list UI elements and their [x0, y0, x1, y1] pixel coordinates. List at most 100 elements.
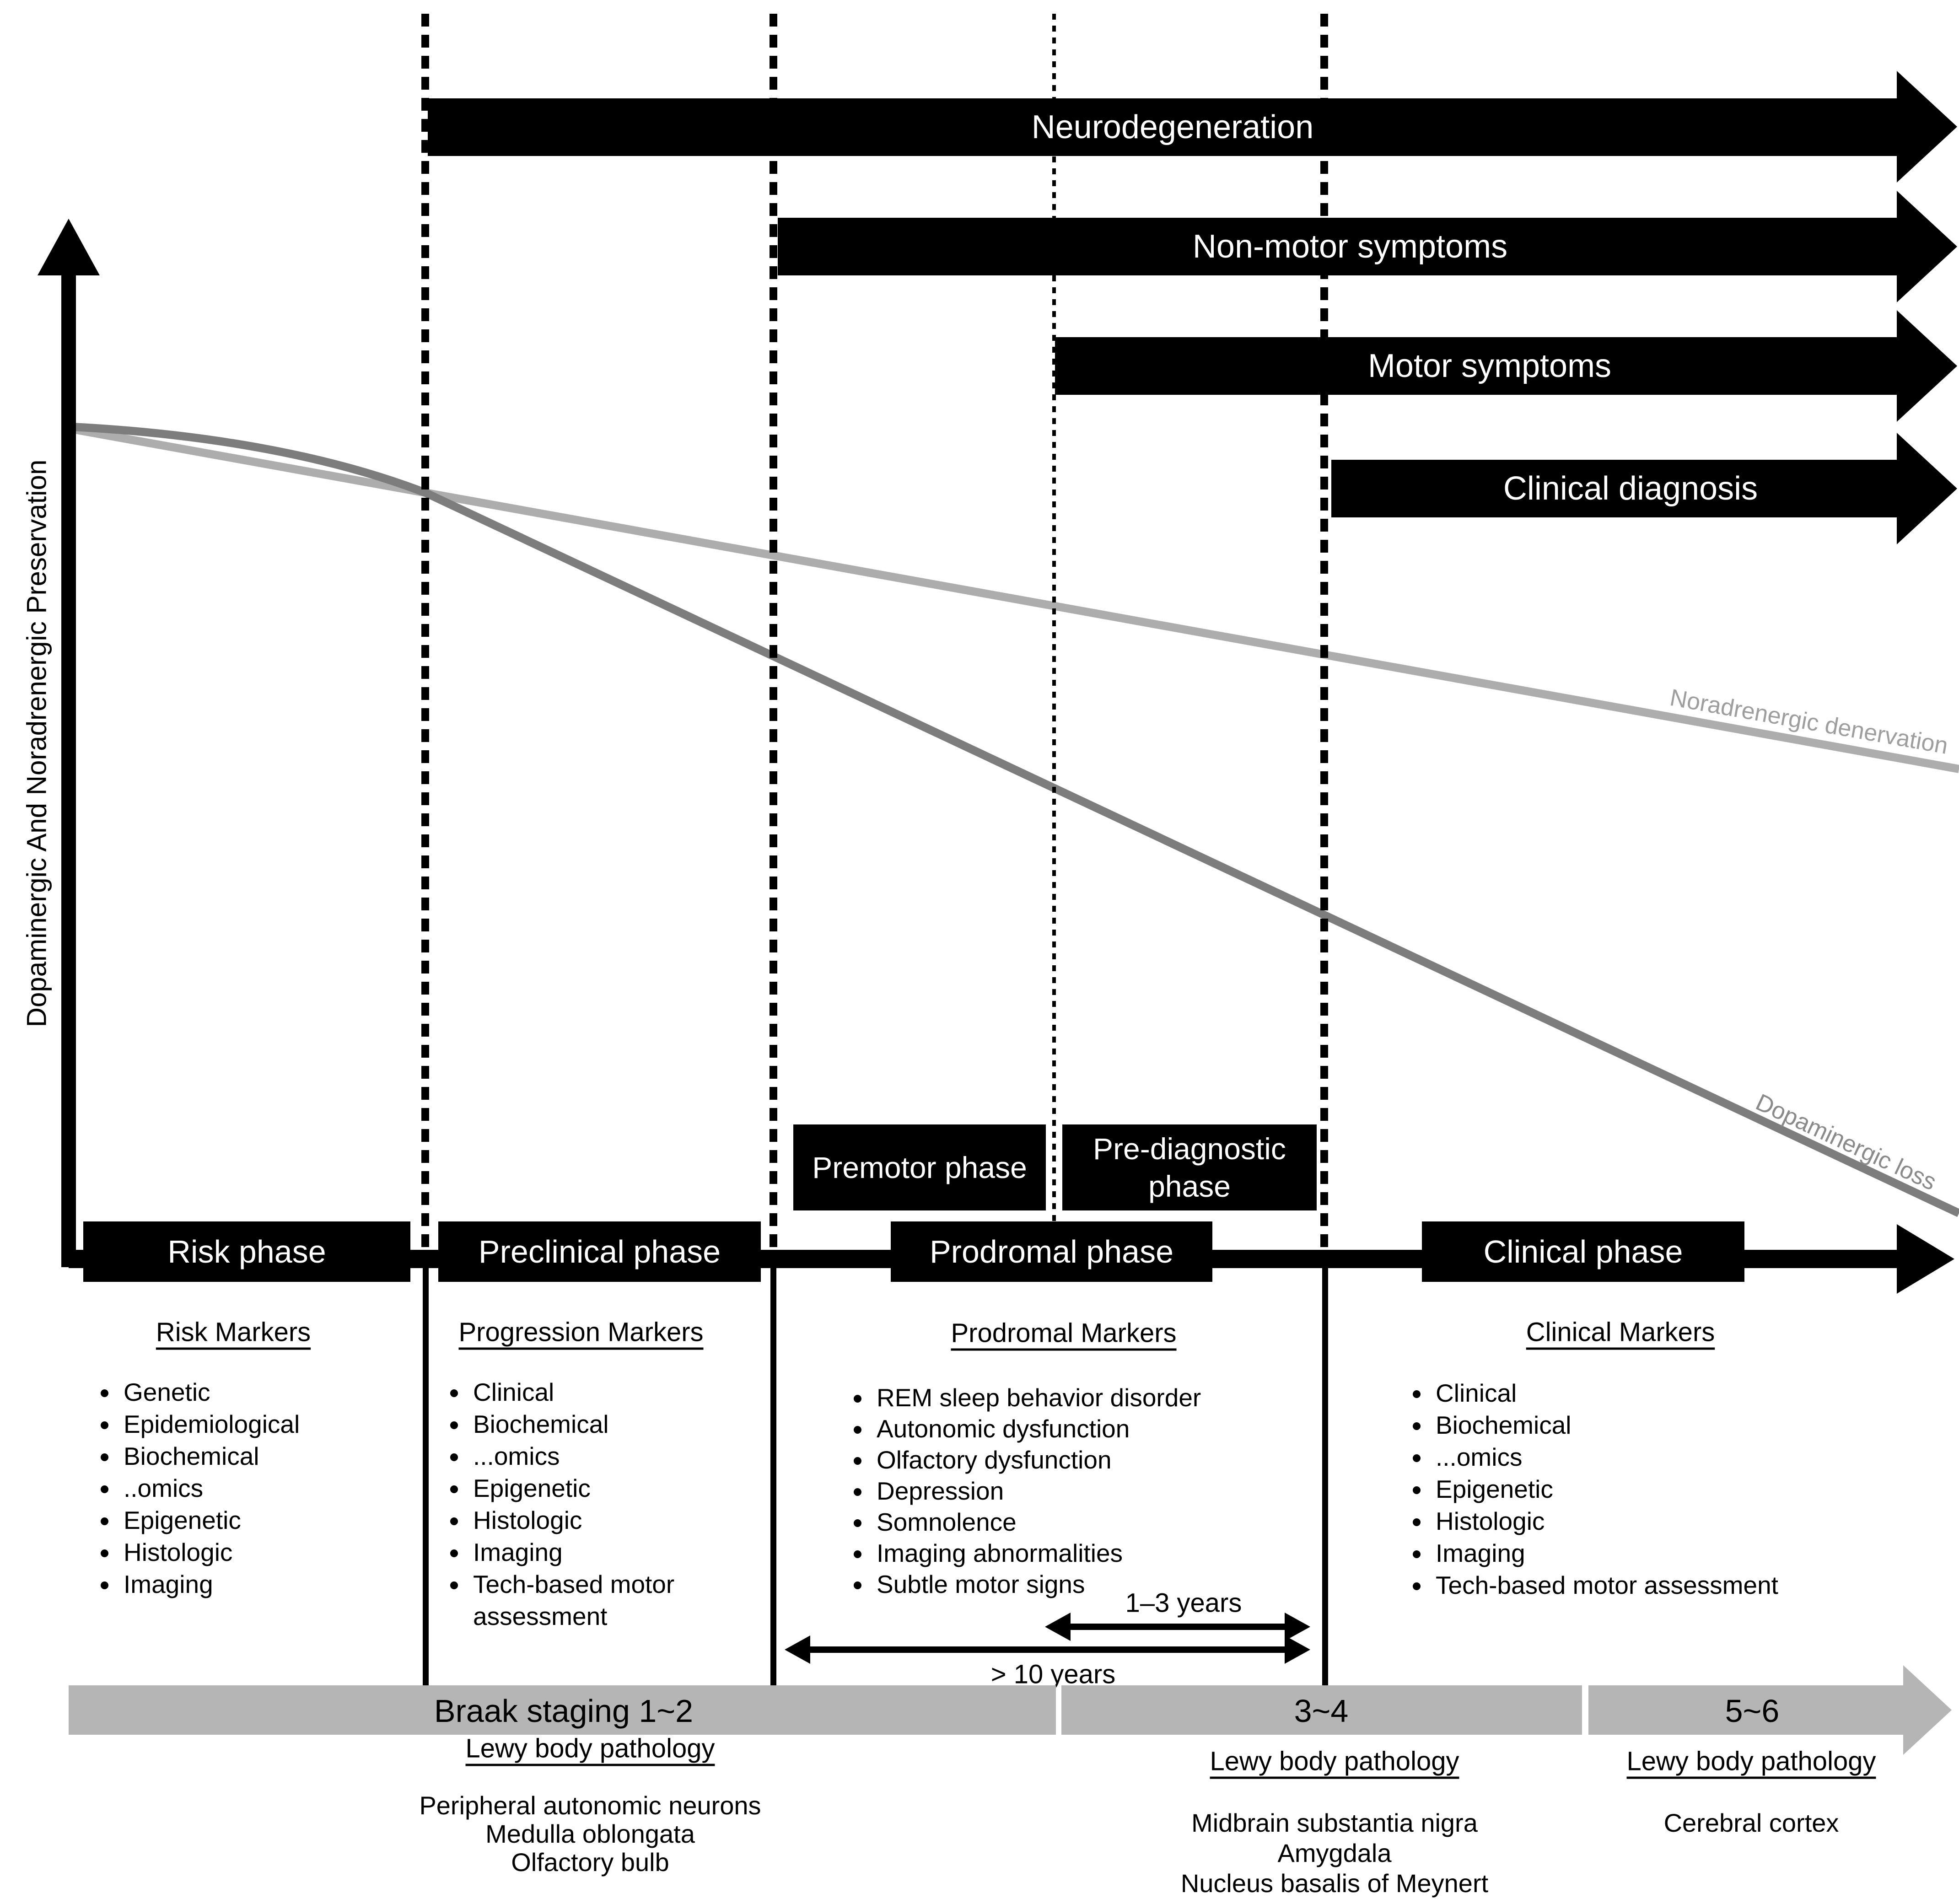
- lewy-body-pathology-sites-early: Peripheral autonomic neurons Medulla obl…: [419, 1791, 761, 1877]
- non-motor-symptoms-arrow-label: Non-motor symptoms: [1192, 228, 1508, 265]
- y-axis-label: Dopaminergic And Noradrenergic Preservat…: [21, 459, 52, 1027]
- motor-symptoms-arrow-bar: [1055, 337, 1897, 395]
- clinical-markers-heading: Clinical Markers: [1526, 1317, 1715, 1347]
- divider-dashed-prodromal-clinical: [1320, 14, 1328, 1250]
- premotor-phase-box: Premotor phase: [793, 1124, 1046, 1210]
- list-item: Biochemical: [119, 1440, 412, 1472]
- clinical-phase-box: Clinical phase: [1422, 1221, 1744, 1282]
- lewy-body-pathology-sites-mid: Midbrain substantia nigra Amygdala Nucle…: [1181, 1808, 1488, 1899]
- list-item: Histologic: [1431, 1505, 1824, 1537]
- list-item: Genetic: [119, 1376, 412, 1408]
- y-axis-line: [61, 273, 76, 1267]
- braak-segment-5-6: [1588, 1685, 1904, 1735]
- clinical-markers-list: Clinical Biochemical ...omics Epigenetic…: [1398, 1377, 1824, 1601]
- list-item: Somnolence: [872, 1506, 1252, 1538]
- divider-solid-risk-preclinical: [423, 1268, 429, 1685]
- list-item: Imaging: [468, 1536, 743, 1568]
- premotor-phase-label: Premotor phase: [812, 1151, 1027, 1184]
- pathology-site: Cerebral cortex: [1663, 1808, 1839, 1837]
- braak-stage-3-4-label: 3~4: [1294, 1693, 1349, 1729]
- list-item: ...omics: [468, 1440, 743, 1472]
- lewy-body-pathology-heading-late: Lewy body pathology: [1626, 1746, 1876, 1776]
- neurodegeneration-arrow-label: Neurodegeneration: [1031, 109, 1314, 145]
- list-item: Depression: [872, 1475, 1252, 1506]
- one-to-three-years-left-arrowhead-icon: [1045, 1613, 1071, 1641]
- list-item: Autonomic dysfunction: [872, 1413, 1252, 1444]
- list-item: Tech-based motor assessment: [468, 1568, 743, 1632]
- preclinical-phase-label: Preclinical phase: [478, 1234, 721, 1269]
- noradrenergic-curve: [71, 425, 1959, 773]
- list-item: Subtle motor signs: [872, 1569, 1252, 1600]
- divider-solid-prodromal-clinical: [1322, 1268, 1328, 1685]
- braak-stage-5-6-label: 5~6: [1725, 1693, 1780, 1729]
- lewy-body-pathology-heading-mid: Lewy body pathology: [1210, 1746, 1459, 1776]
- divider-dotted-premotor-prediagnostic: [1052, 14, 1056, 1221]
- clinical-diagnosis-arrow-label: Clinical diagnosis: [1503, 470, 1758, 507]
- clinical-diagnosis-arrowhead-icon: [1897, 433, 1957, 544]
- list-item: Imaging abnormalities: [872, 1538, 1252, 1569]
- pathology-site: Amygdala: [1277, 1839, 1392, 1867]
- non-motor-symptoms-arrowhead-icon: [1897, 191, 1957, 302]
- over-ten-years-right-arrowhead-icon: [1285, 1635, 1310, 1664]
- progression-markers-heading: Progression Markers: [458, 1317, 704, 1347]
- list-item: Epigenetic: [1431, 1473, 1824, 1505]
- pathology-site: Peripheral autonomic neurons: [419, 1791, 761, 1820]
- timeline-axis-arrowhead-icon: [1897, 1224, 1954, 1294]
- list-item: Tech-based motor assessment: [1431, 1569, 1824, 1601]
- list-item: Epidemiological: [119, 1408, 412, 1440]
- risk-phase-box: Risk phase: [83, 1221, 410, 1282]
- dopaminergic-curve: [72, 423, 1959, 1217]
- clinical-phase-label: Clinical phase: [1483, 1234, 1683, 1269]
- list-item: Biochemical: [1431, 1409, 1824, 1441]
- braak-segment-3-4: [1061, 1685, 1582, 1735]
- list-item: Imaging: [1431, 1537, 1824, 1569]
- motor-symptoms-arrow-label: Motor symptoms: [1367, 348, 1612, 384]
- risk-markers-heading: Risk Markers: [156, 1317, 311, 1347]
- pathology-site: Olfactory bulb: [511, 1848, 669, 1877]
- risk-markers-list: Genetic Epidemiological Biochemical ..om…: [86, 1376, 412, 1600]
- divider-dashed-preclinical-prodromal: [770, 14, 777, 1250]
- lewy-body-pathology-sites-late: Cerebral cortex: [1664, 1808, 1839, 1838]
- neurodegeneration-arrowhead-icon: [1897, 71, 1957, 183]
- lewy-body-pathology-heading-early: Lewy body pathology: [465, 1733, 715, 1764]
- prodromal-phase-box: Prodromal phase: [891, 1221, 1212, 1282]
- list-item: ...omics: [1431, 1441, 1824, 1473]
- one-to-three-years-label: 1–3 years: [1125, 1588, 1242, 1618]
- one-to-three-years-arrow-shaft: [1067, 1624, 1286, 1630]
- braak-bar-arrowhead-icon: [1903, 1665, 1952, 1755]
- risk-phase-label: Risk phase: [167, 1234, 326, 1269]
- list-item: Epigenetic: [119, 1504, 412, 1536]
- pre-diagnostic-phase-label: Pre-diagnostic phase: [1093, 1132, 1286, 1203]
- list-item: Imaging: [119, 1568, 412, 1600]
- list-item: Biochemical: [468, 1408, 743, 1440]
- prodromal-phase-label: Prodromal phase: [929, 1234, 1174, 1269]
- non-motor-symptoms-arrow-bar: [778, 218, 1897, 275]
- divider-solid-preclinical-prodromal: [770, 1268, 776, 1685]
- prodromal-markers-heading: Prodromal Markers: [951, 1318, 1177, 1348]
- pathology-site: Medulla oblongata: [485, 1819, 695, 1848]
- list-item: Epigenetic: [468, 1472, 743, 1504]
- list-item: Histologic: [468, 1504, 743, 1536]
- list-item: ..omics: [119, 1472, 412, 1504]
- list-item: REM sleep behavior disorder: [872, 1382, 1252, 1413]
- over-ten-years-label: > 10 years: [990, 1659, 1116, 1689]
- clinical-diagnosis-arrow-bar: [1331, 460, 1897, 517]
- over-ten-years-arrow-shaft: [807, 1646, 1285, 1653]
- list-item: Olfactory dysfunction: [872, 1444, 1252, 1475]
- pathology-site: Nucleus basalis of Meynert: [1180, 1869, 1489, 1898]
- list-item: Clinical: [468, 1376, 743, 1408]
- divider-dashed-risk-preclinical: [421, 14, 429, 1250]
- neurodegeneration-arrow-bar: [428, 98, 1897, 156]
- pathology-site: Midbrain substantia nigra: [1191, 1808, 1478, 1837]
- over-ten-years-left-arrowhead-icon: [785, 1635, 810, 1664]
- braak-segment-1-2: [69, 1685, 1056, 1735]
- braak-stage-1-2-label: Braak staging 1~2: [434, 1693, 694, 1729]
- list-item: Clinical: [1431, 1377, 1824, 1409]
- y-axis-arrowhead-icon: [38, 219, 100, 275]
- progression-markers-list: Clinical Biochemical ...omics Epigenetic…: [436, 1376, 743, 1632]
- motor-symptoms-arrowhead-icon: [1897, 310, 1957, 422]
- pre-diagnostic-phase-box: Pre-diagnostic phase: [1062, 1124, 1317, 1210]
- prodromal-markers-list: REM sleep behavior disorder Autonomic dy…: [839, 1382, 1252, 1600]
